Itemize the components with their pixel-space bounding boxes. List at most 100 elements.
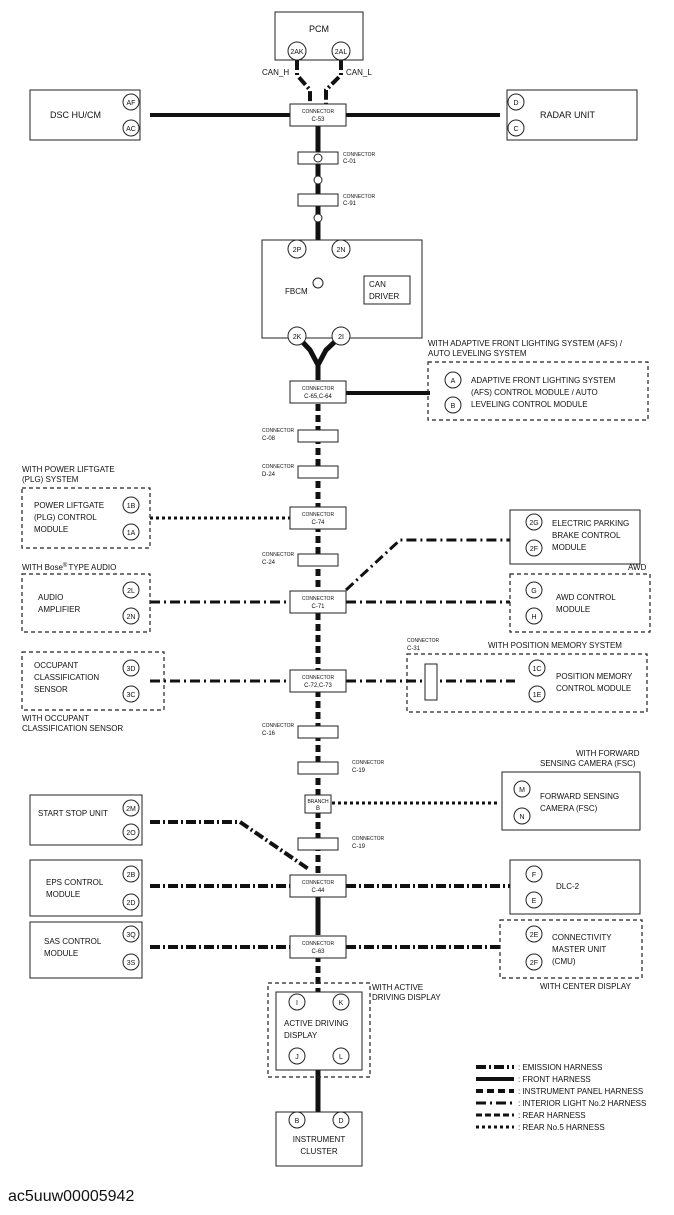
svg-text:CAN: CAN	[369, 280, 386, 289]
svg-text:CONNECTOR: CONNECTOR	[302, 880, 335, 886]
svg-text:J: J	[295, 1054, 299, 1061]
radar-label: RADAR UNIT	[540, 110, 596, 120]
pcm-title: PCM	[309, 24, 329, 34]
svg-text:AMPLIFIER: AMPLIFIER	[38, 605, 80, 614]
sas-control-module: SAS CONTROL MODULE 3Q 3S	[29, 921, 143, 979]
svg-text:M: M	[519, 787, 525, 794]
connector-c-24: CONNECTOR C-24	[262, 552, 339, 567]
svg-text:DRIVER: DRIVER	[369, 292, 399, 301]
svg-text:2F: 2F	[530, 546, 538, 553]
svg-text:CONNECTOR: CONNECTOR	[302, 512, 335, 518]
occupant-sensor-module: OCCUPANT CLASSIFICATION SENSOR 3D 3C WIT…	[21, 651, 165, 733]
svg-text:(PLG) CONTROL: (PLG) CONTROL	[34, 513, 97, 522]
svg-text:SENSING CAMERA (FSC): SENSING CAMERA (FSC)	[540, 759, 636, 768]
svg-text:WITH ADAPTIVE FRONT LIGHTING S: WITH ADAPTIVE FRONT LIGHTING SYSTEM (AFS…	[428, 339, 623, 348]
svg-text:CONNECTOR: CONNECTOR	[407, 638, 440, 644]
svg-text:FORWARD SENSING: FORWARD SENSING	[540, 792, 619, 801]
dsc-label: DSC HU/CM	[50, 110, 101, 120]
svg-text:CAMERA (FSC): CAMERA (FSC)	[540, 804, 598, 813]
svg-text:MODULE: MODULE	[552, 543, 586, 552]
connector-c-63: CONNECTOR C-63	[289, 935, 347, 959]
svg-text:CONNECTOR: CONNECTOR	[262, 723, 295, 729]
harness-legend: : EMISSION HARNESS : FRONT HARNESS : INS…	[476, 1063, 646, 1132]
svg-text:DLC-2: DLC-2	[556, 882, 580, 891]
fbcm-pin-2k: 2K	[293, 334, 302, 341]
svg-text:WITH OCCUPANT: WITH OCCUPANT	[22, 714, 89, 723]
svg-text:C-44: C-44	[311, 888, 325, 894]
connector-c-19-lower: CONNECTOR C-19	[297, 836, 385, 851]
fbcm-pin-2n: 2N	[337, 247, 346, 254]
awd-module: AWD G H AWD CONTROL MODULE	[509, 563, 651, 633]
svg-text:CONNECTOR: CONNECTOR	[352, 760, 385, 766]
connector-c-71: CONNECTOR C-71	[289, 590, 347, 614]
pcm-module: PCM 2AK 2AL CAN_H CAN_L	[262, 11, 372, 77]
svg-text:C-08: C-08	[262, 436, 276, 442]
svg-text:C-71: C-71	[311, 604, 325, 610]
fsc-module: WITH FORWARD SENSING CAMERA (FSC) M N FO…	[501, 749, 641, 831]
legend-instrument-panel: : INSTRUMENT PANEL HARNESS	[518, 1087, 643, 1096]
svg-text:AUDIO: AUDIO	[38, 593, 63, 602]
fbcm-pin-2p: 2P	[293, 247, 302, 254]
svg-text:I: I	[296, 1000, 298, 1007]
plg-module: WITH POWER LIFTGATE (PLG) SYSTEM POWER L…	[21, 465, 151, 549]
svg-text:MODULE: MODULE	[556, 605, 590, 614]
svg-text:OCCUPANT: OCCUPANT	[34, 661, 78, 670]
audio-amplifier-module: WITH Bose®TYPE AUDIO AUDIO AMPLIFIER 2L …	[21, 562, 151, 633]
svg-text:CLASSIFICATION: CLASSIFICATION	[34, 673, 99, 682]
dsc-pin-af: AF	[127, 100, 136, 107]
svg-text:AUTO LEVELING SYSTEM: AUTO LEVELING SYSTEM	[428, 349, 527, 358]
svg-text:DRIVING DISPLAY: DRIVING DISPLAY	[372, 993, 441, 1002]
svg-text:2E: 2E	[530, 932, 539, 939]
svg-text:C-24: C-24	[262, 560, 276, 566]
pcm-pin-2ak: 2AK	[290, 49, 304, 56]
svg-text:2G: 2G	[529, 520, 538, 527]
fbcm-label: FBCM	[285, 287, 308, 296]
svg-text:1A: 1A	[127, 530, 136, 537]
connector-c-91: CONNECTOR C-91	[297, 175, 376, 223]
svg-text:WITH Bose®TYPE AUDIO: WITH Bose®TYPE AUDIO	[22, 562, 116, 572]
svg-text:CONNECTOR: CONNECTOR	[302, 386, 335, 392]
svg-text:DISPLAY: DISPLAY	[284, 1031, 318, 1040]
svg-text:WITH CENTER DISPLAY: WITH CENTER DISPLAY	[540, 982, 632, 991]
connector-c-53: CONNECTOR C-53	[289, 103, 347, 127]
svg-text:(PLG) SYSTEM: (PLG) SYSTEM	[22, 475, 79, 484]
svg-text:MASTER UNIT: MASTER UNIT	[552, 945, 606, 954]
svg-text:CONNECTOR: CONNECTOR	[343, 194, 376, 200]
svg-text:1E: 1E	[533, 692, 542, 699]
svg-text:2O: 2O	[126, 830, 136, 837]
svg-text:C-31: C-31	[407, 646, 421, 652]
connector-c-72-c-73: CONNECTOR C-72,C-73	[289, 669, 347, 693]
svg-text:B: B	[316, 806, 320, 812]
svg-text:C-01: C-01	[343, 159, 357, 165]
connector-c-74: CONNECTOR C-74	[289, 506, 347, 530]
svg-text:C-19: C-19	[352, 844, 366, 850]
svg-text:(AFS) CONTROL MODULE / AUTO: (AFS) CONTROL MODULE / AUTO	[471, 388, 598, 397]
can-l-label: CAN_L	[346, 68, 372, 77]
svg-text:3Q: 3Q	[126, 932, 136, 939]
svg-text:CONNECTIVITY: CONNECTIVITY	[552, 933, 612, 942]
image-id-caption: ac5uuw00005942	[8, 1188, 135, 1205]
svg-text:G: G	[531, 588, 536, 595]
svg-text:A: A	[451, 378, 456, 385]
svg-text:(CMU): (CMU)	[552, 957, 576, 966]
svg-text:POWER LIFTGATE: POWER LIFTGATE	[34, 501, 104, 510]
svg-text:3D: 3D	[127, 666, 136, 673]
svg-text:K: K	[339, 1000, 344, 1007]
svg-text:1B: 1B	[127, 503, 136, 510]
svg-text:SAS CONTROL: SAS CONTROL	[44, 937, 102, 946]
legend-rear-no5: : REAR No.5 HARNESS	[518, 1123, 605, 1132]
radar-pin-c: C	[513, 126, 518, 133]
svg-text:WITH ACTIVE: WITH ACTIVE	[372, 983, 423, 992]
svg-text:EPS CONTROL: EPS CONTROL	[46, 878, 104, 887]
svg-text:2B: 2B	[127, 872, 136, 879]
svg-text:C-65,C-64: C-65,C-64	[304, 394, 332, 400]
svg-text:C-91: C-91	[343, 201, 357, 207]
dsc-pin-ac: AC	[126, 126, 136, 133]
svg-text:CONNECTOR: CONNECTOR	[302, 675, 335, 681]
svg-text:CONNECTOR: CONNECTOR	[302, 109, 335, 115]
svg-text:C-53: C-53	[311, 117, 325, 123]
svg-text:AWD CONTROL: AWD CONTROL	[556, 593, 616, 602]
svg-text:BRANCH: BRANCH	[307, 799, 329, 805]
legend-rear: : REAR HARNESS	[518, 1111, 586, 1120]
start-stop-unit-module: START STOP UNIT 2M 2O	[29, 794, 143, 846]
